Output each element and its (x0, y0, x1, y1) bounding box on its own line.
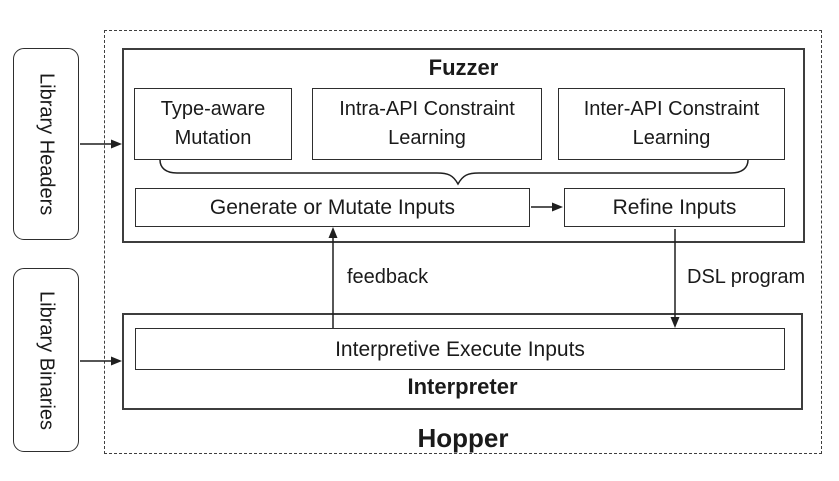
fuzzer-title: Fuzzer (428, 55, 499, 80)
generate-or-mutate-inputs-label: Generate or Mutate Inputs (209, 196, 456, 219)
fuzzer-box (122, 48, 805, 243)
component-intra-api-constraint-learning: Intra-API Constraint Learning (312, 88, 542, 160)
component-label-line: Intra-API Constraint (339, 98, 515, 120)
component-label-line: Inter-API Constraint (583, 98, 760, 120)
feedback-label: feedback (347, 266, 429, 288)
generate-or-mutate-inputs-box: Generate or Mutate Inputs (135, 188, 530, 227)
interpretive-execute-inputs-label: Interpretive Execute Inputs (335, 337, 585, 361)
library-headers-box: Library Headers (13, 48, 79, 240)
refine-inputs-label: Refine Inputs (612, 196, 737, 219)
interpreter-box (122, 313, 803, 410)
component-label-line: Type-aware (160, 98, 266, 120)
hopper-container (104, 30, 822, 454)
library-binaries-box: Library Binaries (13, 268, 79, 452)
dsl-program-label: DSL program (687, 266, 806, 288)
component-label-line: Learning (388, 127, 466, 149)
interpretive-execute-inputs-box: Interpretive Execute Inputs (135, 328, 785, 370)
refine-inputs-box: Refine Inputs (564, 188, 785, 227)
component-type-aware-mutation: Type-aware Mutation (134, 88, 292, 160)
component-label-line: Mutation (174, 127, 252, 149)
component-label-line: Learning (632, 127, 711, 149)
library-headers-label: Library Headers (35, 72, 58, 216)
hopper-label: Hopper (417, 423, 509, 453)
component-inter-api-constraint-learning: Inter-API Constraint Learning (558, 88, 785, 160)
interpreter-title: Interpreter (407, 374, 518, 399)
library-binaries-label: Library Binaries (35, 290, 58, 430)
